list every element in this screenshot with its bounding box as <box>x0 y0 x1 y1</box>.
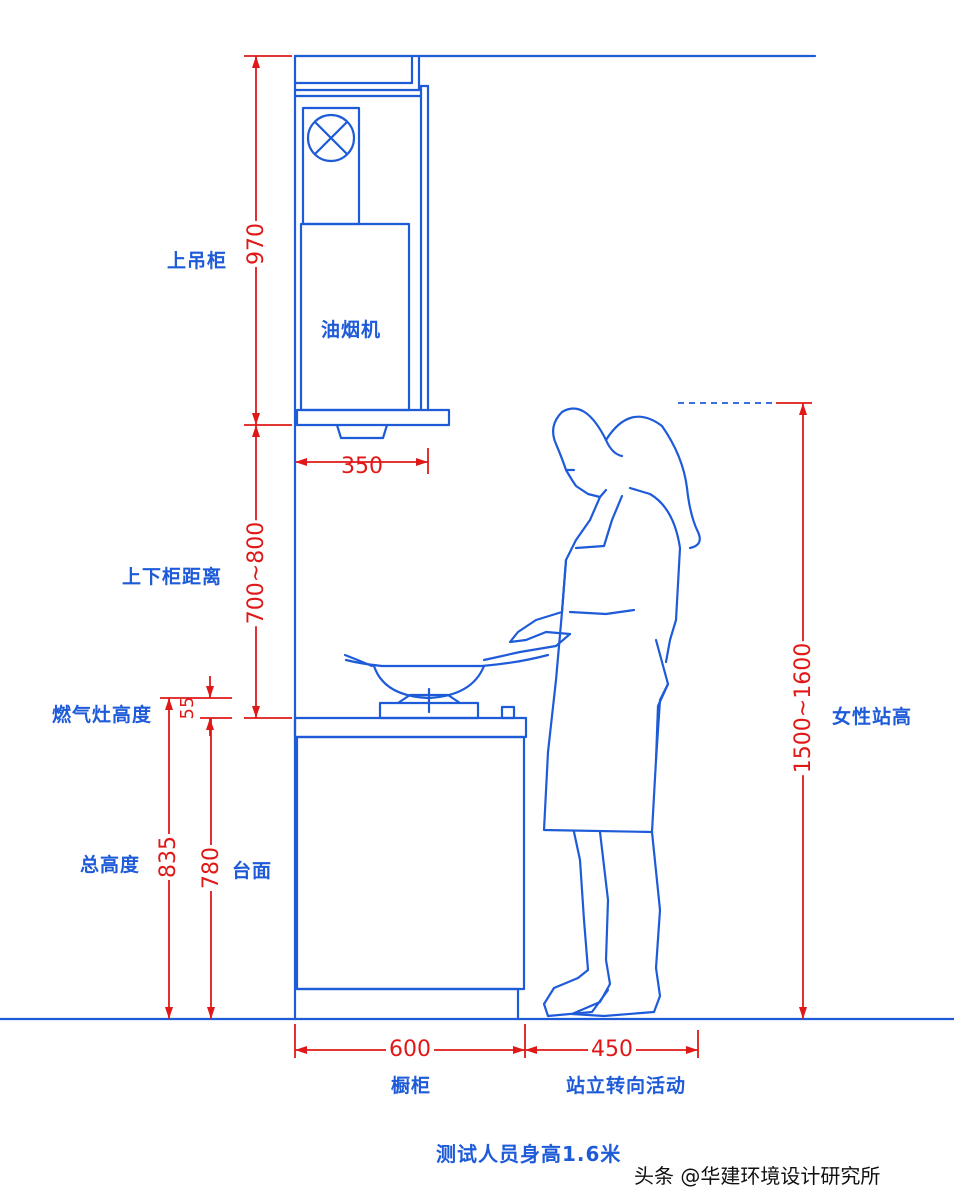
label-total-height: 总高度 <box>80 854 141 876</box>
dim-stove-height <box>160 676 232 736</box>
dim-bottom <box>294 1024 699 1058</box>
gas-stove <box>378 687 516 720</box>
dimension-total-height: 835 <box>156 834 181 880</box>
dimension-activity: 450 <box>588 1039 636 1061</box>
label-cabinet-gap: 上下柜距离 <box>122 566 223 588</box>
dimension-base-cabinet: 600 <box>386 1039 434 1061</box>
woman-figure <box>482 407 701 1018</box>
label-range-hood: 油烟机 <box>321 319 382 341</box>
dimension-hood-depth: 350 <box>341 454 383 479</box>
label-standing-turning-activity: 站立转向活动 <box>565 1075 687 1097</box>
label-test-person-height: 测试人员身高1.6米 <box>436 1142 622 1166</box>
watermark: 头条 @华建环境设计研究所 <box>634 1164 881 1188</box>
label-countertop: 台面 <box>232 860 273 882</box>
label-female-standing-height: 女性站高 <box>832 706 913 728</box>
base-cabinet <box>293 716 528 1021</box>
dimension-stove-height: 55 <box>177 696 198 720</box>
range-hood-plate <box>295 408 451 440</box>
architecture-lines <box>0 54 954 1021</box>
label-upper-cabinet: 上吊柜 <box>167 250 228 272</box>
label-base-cabinet: 橱柜 <box>390 1075 432 1097</box>
dimension-countertop: 780 <box>199 845 224 891</box>
dim-hood-depth <box>295 448 429 474</box>
wok <box>343 653 550 700</box>
dimension-cabinet-gap: 700~800 <box>244 519 269 627</box>
upper-cabinet <box>293 54 430 412</box>
dimension-upper-cabinet: 970 <box>244 221 269 267</box>
dimension-standing-height: 1500~1600 <box>791 640 816 776</box>
exhaust-fan <box>301 106 361 226</box>
label-stove-height: 燃气灶高度 <box>52 704 153 726</box>
